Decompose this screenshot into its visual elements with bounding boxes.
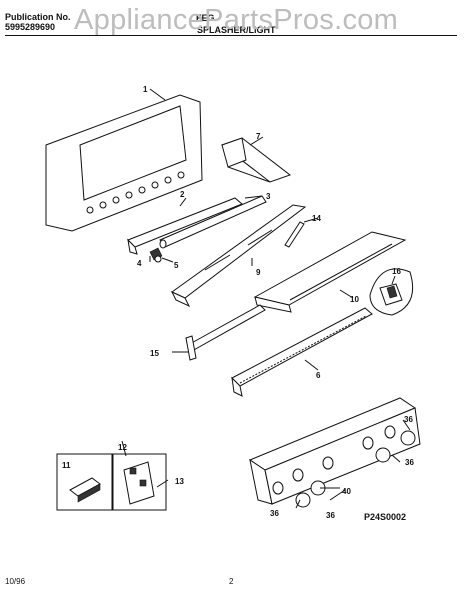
part-14-trim [284,221,305,248]
watermark: AppliancePartsPros.com [74,4,399,36]
header-rule [5,35,457,36]
callout-1: 1 [143,85,148,94]
callout-36a: 36 [404,415,413,424]
inset-box-11 [56,453,113,511]
callout-15: 15 [150,349,159,358]
callout-14: 14 [312,214,321,223]
callout-9: 9 [256,268,261,277]
part-7-bracket [220,137,292,183]
model-number: FEG [196,13,215,23]
leader-lines [121,88,411,509]
callouts: 1 2 3 4 5 6 7 9 10 11 12 13 14 15 16 36 … [62,85,414,522]
inset-box-12 [112,453,167,511]
part-2-rail [127,197,243,255]
callout-36c: 36 [270,509,279,518]
publication-number: 5995289690 [5,22,56,32]
part-40-control-panel [248,397,421,508]
part-3-tube [159,195,267,249]
callout-12: 12 [118,443,127,452]
part-9-glass-panel [170,204,307,308]
callout-40: 40 [342,487,351,496]
callout-3: 3 [266,192,271,201]
part-4-5-clip [149,247,163,263]
publication-label: Publication No. [5,12,71,22]
callout-10: 10 [350,295,359,304]
callout-36d: 36 [326,511,335,520]
footer-page: 2 [229,577,234,586]
callout-2: 2 [180,190,185,199]
part-6-louver-panel [231,307,373,397]
callout-16: 16 [392,267,401,276]
diagram-code: P24S0002 [364,512,406,522]
callout-11: 11 [62,461,71,470]
part-15-bracket [185,304,266,361]
section-title: SPLASHER/LIGHT [197,25,276,35]
part-16-switch [369,268,414,316]
callout-6: 6 [316,371,321,380]
callout-5: 5 [174,261,179,270]
footer-date: 10/96 [5,577,26,586]
callout-7: 7 [256,132,261,141]
part-1-back-panel [45,94,203,232]
callout-4: 4 [137,259,142,268]
callout-13: 13 [175,477,184,486]
part-10-top-panel [253,231,407,313]
callout-36b: 36 [405,458,414,467]
